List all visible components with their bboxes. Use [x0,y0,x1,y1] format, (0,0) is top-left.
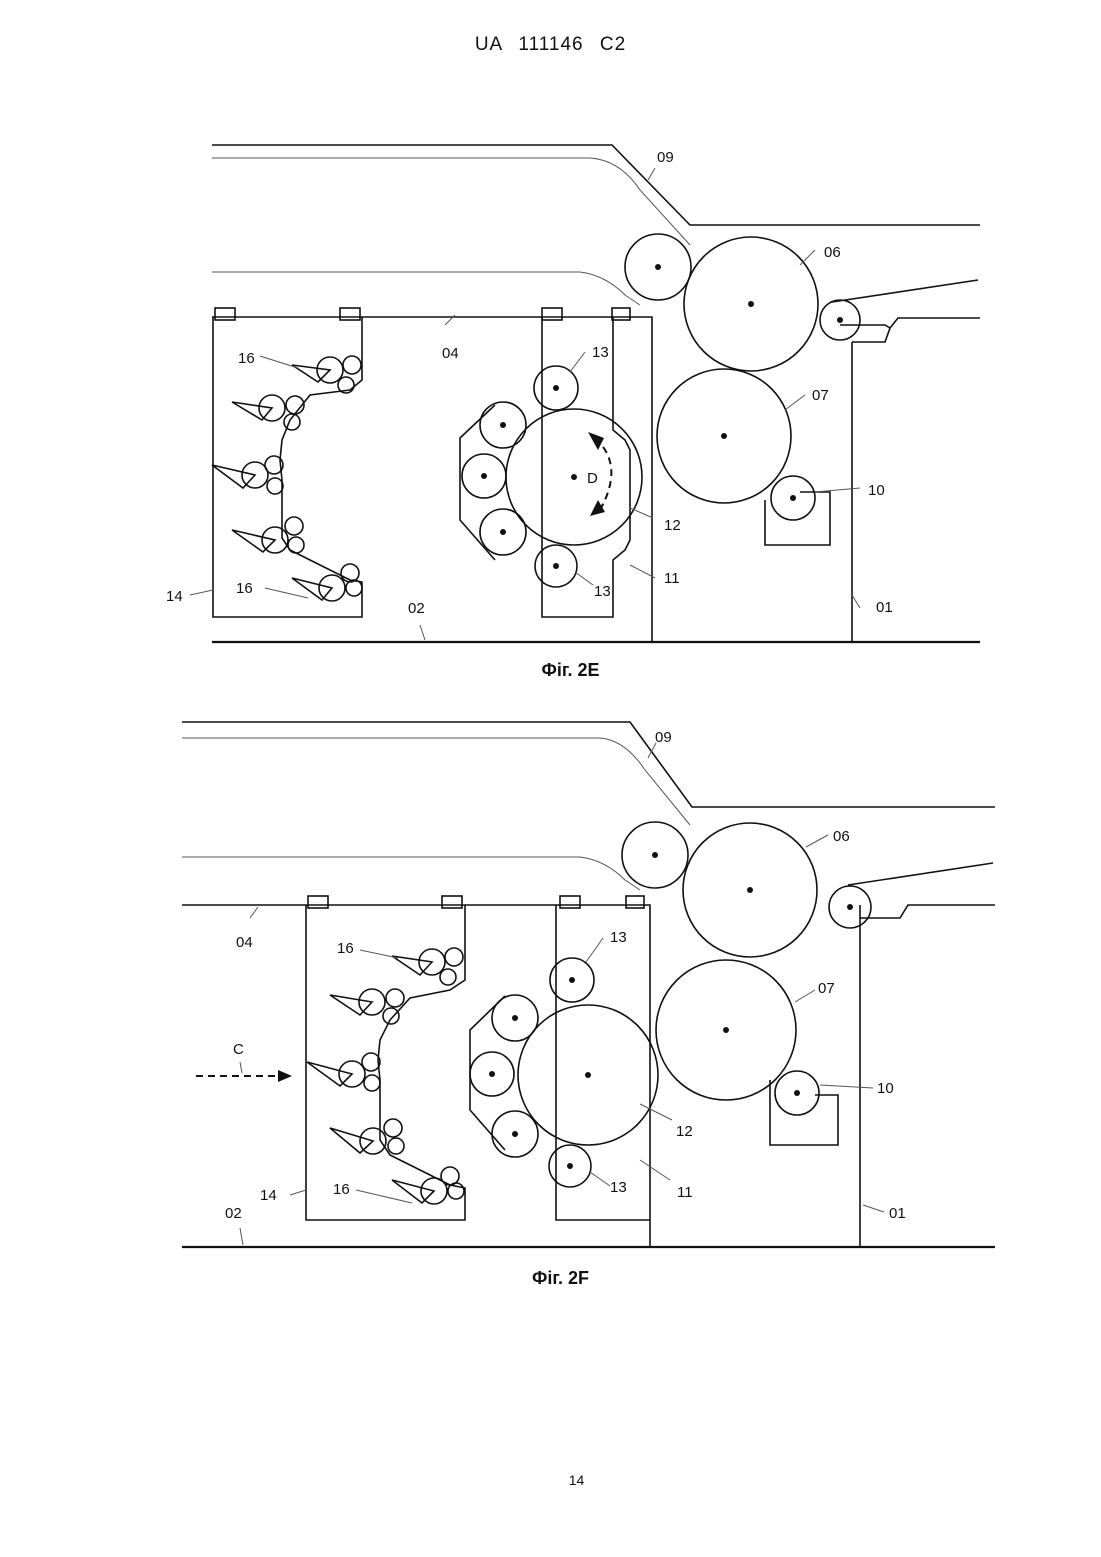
label-11: 11 [664,570,680,587]
label-07: 07 [812,387,829,404]
label-02: 02 [408,600,425,617]
label-06: 06 [824,244,841,261]
label-09: 09 [655,729,672,746]
label-16-bottom: 16 [333,1181,350,1198]
label-12: 12 [676,1123,693,1140]
label-04: 04 [236,934,253,951]
figure-2e-drawing: 09 06 07 10 04 13 13 12 11 01 02 14 16 1… [0,120,1101,680]
figure-2f-drawing: 09 06 07 10 04 13 13 12 11 01 02 14 16 1… [0,700,1101,1260]
label-10: 10 [868,482,885,499]
label-01: 01 [876,599,893,616]
label-10: 10 [877,1080,894,1097]
label-13-top: 13 [592,344,609,361]
label-14: 14 [260,1187,277,1204]
document-header: UA 111146 C2 [0,34,1101,56]
label-d: D [587,470,598,487]
figure-2f-caption: Фіг. 2F [10,1268,1101,1289]
figure-2e-caption: Фіг. 2E [20,660,1101,681]
label-16-top: 16 [337,940,354,957]
label-c: C [233,1041,244,1058]
label-06: 06 [833,828,850,845]
label-09: 09 [657,149,674,166]
figure-2e: 09 06 07 10 04 13 13 12 11 01 02 14 16 1… [0,120,1101,680]
label-14: 14 [166,588,183,605]
label-04: 04 [442,345,459,362]
page-number: 14 [26,1472,1101,1488]
label-16-bottom: 16 [236,580,253,597]
label-01: 01 [889,1205,906,1222]
label-16-top: 16 [238,350,255,367]
label-13-top: 13 [610,929,627,946]
label-13-bottom: 13 [594,583,611,600]
label-12: 12 [664,517,681,534]
figure-2f: 09 06 07 10 04 13 13 12 11 01 02 14 16 1… [0,700,1101,1260]
label-07: 07 [818,980,835,997]
label-02: 02 [225,1205,242,1222]
label-11: 11 [677,1184,693,1201]
label-13-bottom: 13 [610,1179,627,1196]
